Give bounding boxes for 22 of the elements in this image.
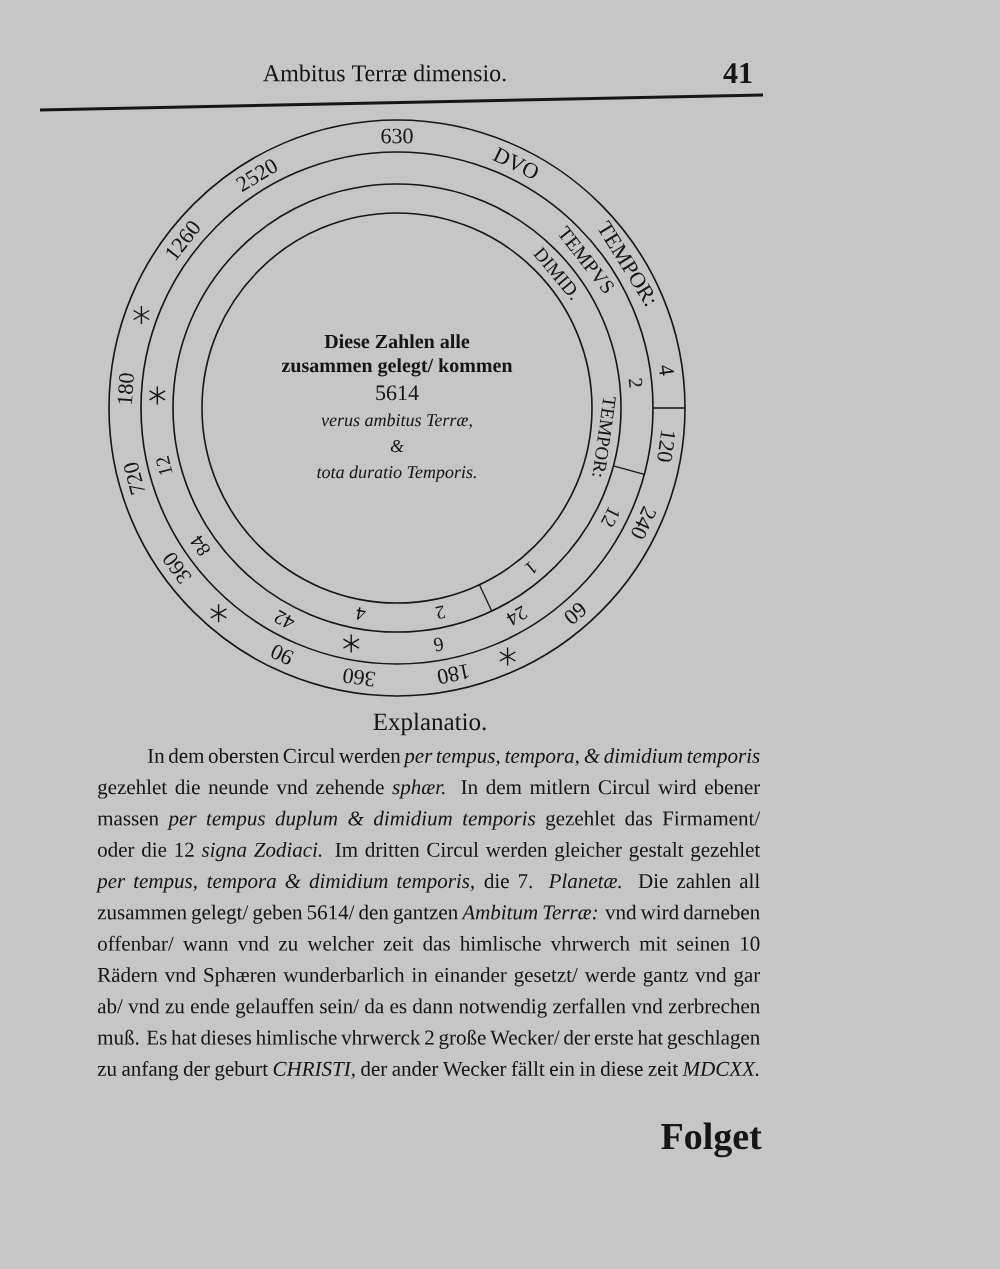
- ring-label: 12: [156, 455, 173, 476]
- ring-label: 630: [381, 128, 413, 144]
- ring-label: 180: [117, 373, 134, 405]
- ring-label: 84: [190, 535, 210, 556]
- ring-label: 90: [271, 645, 294, 665]
- ring-label: DVO: [492, 146, 538, 178]
- section-heading: Explanatio.: [373, 712, 486, 736]
- ring-label: 720: [124, 462, 145, 495]
- ring-label: 240: [631, 505, 657, 539]
- running-header: Ambitus Terræ dimensio.: [263, 64, 506, 82]
- body-paragraph: In dem obersten Circul werdenper tempus, tempora, & dimidium temporis gezehlet die neunde vnd zehende sphær. In dem mitlern Circul wird ebener massen per tempus duplum & dimidium temporis gezehlet das Firmament/ oder die 12 signa Zodiaci. Im dritten Circul werden gleicher gestalt gezehlet per tempus, tempora & dimidium temporis, die 7. Planetæ. Die zahlen all zusammen gelegt/ geben 5614/ den gantzenAmbitum Terræ: vnd wird darneben offenbar/ wann vnd zu welcher zeit das himlische vhrwerch mit seinen 10 Rädern vnd Sphæren wunderbarlich in einander gesetzt/ werde gantz vnd gar ab/ vnd zu ende gelauffen sein/ da es dann notwendig zerfallen vnd zerbrechen muß. Es hat dieses himlische vhrwerck 2 große Wecker/ der erste hat geschlagen zu anfang der geburt CHRISTI, der ander Wecker fällt ein in diese zeit MDCXX.: [96, 748, 761, 1081]
- catchword: Folget: [661, 1122, 762, 1158]
- ring-label: 360: [343, 668, 376, 687]
- page-number: 41: [723, 63, 752, 83]
- ring-label: 2: [628, 378, 643, 388]
- ring-label: 120: [657, 430, 676, 462]
- ring-label: TEMPOR:: [592, 397, 616, 477]
- ring-label: 2520: [235, 159, 277, 192]
- ring-label: 180: [437, 664, 469, 684]
- ring-label: 4: [659, 365, 674, 376]
- ring-label: 1: [524, 561, 537, 574]
- ring-label: 6: [433, 637, 443, 652]
